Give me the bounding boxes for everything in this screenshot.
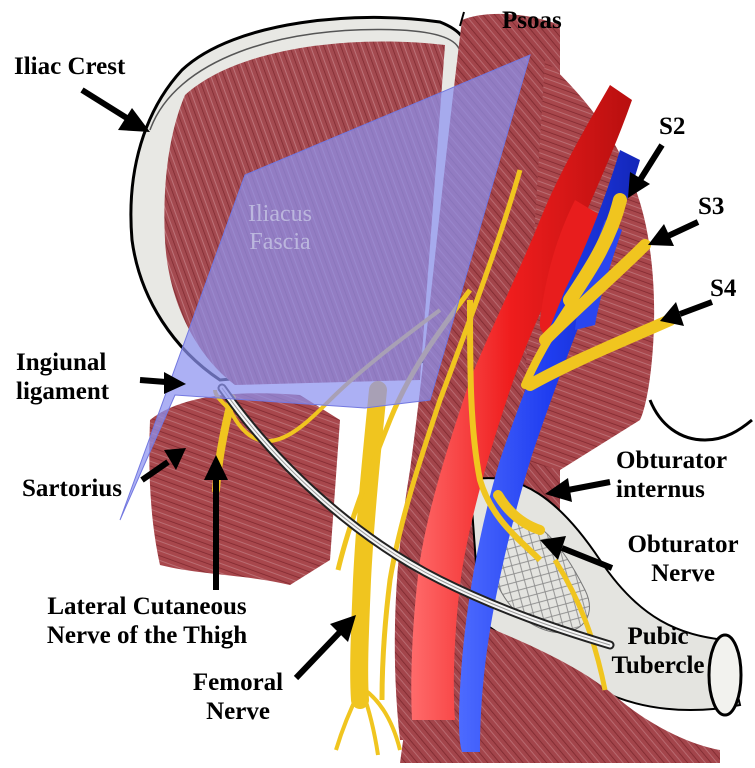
obturator-internus-line-1: Obturator [616,446,727,475]
lateral-cutaneous-nerve-label: Lateral Cutaneous Nerve of the Thigh [12,592,282,650]
s4-label: S4 [710,274,736,303]
obturator-internus-label: Obturator internus [616,446,727,504]
iliacus-fascia-line-2: Fascia [225,228,335,256]
inguinal-ligament-line-2: ligament [16,377,109,406]
inguinal-ligament-label: Ingiunal ligament [16,348,109,406]
inguinal-ligament-line-1: Ingiunal [16,348,109,377]
obturator-nerve-line-2: Nerve [618,559,748,588]
obturator-nerve-line-1: Obturator [618,530,748,559]
femoral-nerve-line-2: Nerve [178,697,298,726]
lateral-cutaneous-line-1: Lateral Cutaneous [12,592,282,621]
iliacus-fascia-line-1: Iliacus [225,200,335,228]
iliac-crest-label: Iliac Crest [14,52,125,81]
obturator-nerve-label: Obturator Nerve [618,530,748,588]
femoral-nerve-label: Femoral Nerve [178,668,298,726]
psoas-label: Psoas [502,6,562,35]
pubic-tubercle-line-1: Pubic [588,622,728,651]
pubic-tubercle-line-2: Tubercle [588,651,728,680]
pubic-tubercle-label: Pubic Tubercle [588,622,728,680]
femoral-nerve-branch-1 [336,690,360,750]
femoral-nerve-line-1: Femoral [178,668,298,697]
s2-label: S2 [659,112,685,141]
lateral-cutaneous-line-2: Nerve of the Thigh [12,621,282,650]
pelvic-contour [650,400,752,440]
sartorius-label: Sartorius [22,474,122,503]
s3-label: S3 [698,192,724,221]
obturator-internus-line-2: internus [616,475,727,504]
iliacus-fascia-label: Iliacus Fascia [225,200,335,256]
